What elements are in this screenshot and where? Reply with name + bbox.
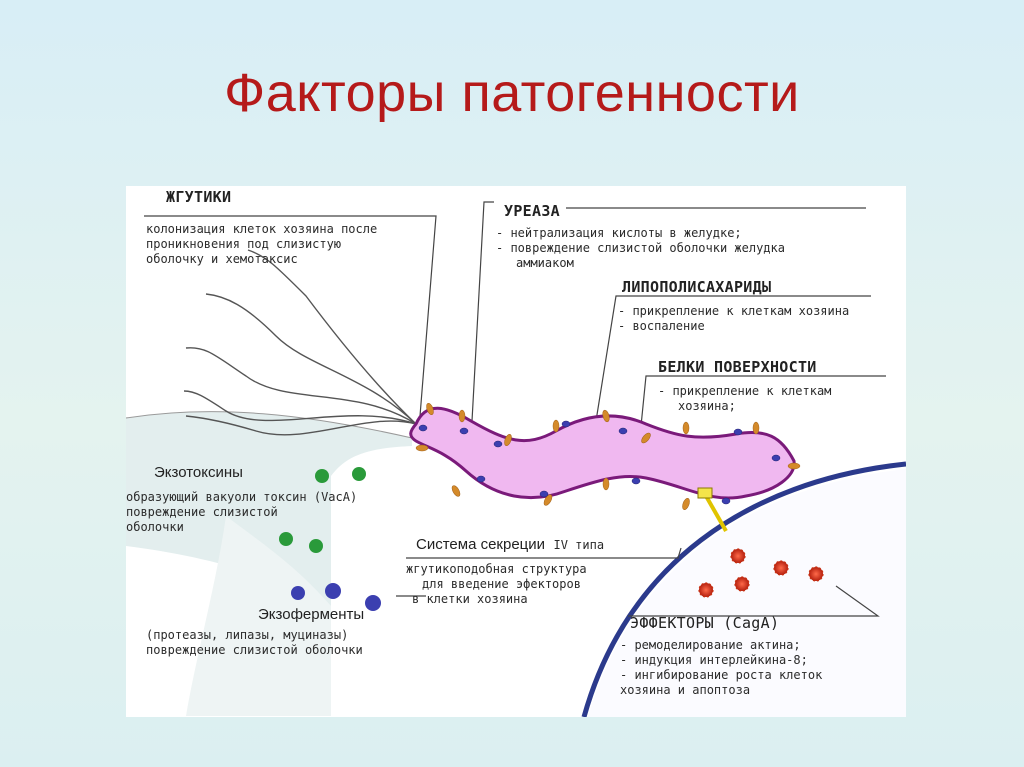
effectors-description: - ремоделирование актина; - индукция инт… — [620, 638, 823, 697]
host-cell-interior — [588, 469, 906, 717]
flagella-description: колонизация клеток хозяина после проникн… — [146, 222, 378, 266]
diagram-panel: ЖГУТИКИ колонизация клеток хозяина после… — [126, 186, 906, 717]
urease-description: - нейтрализация кислоты в желудке; - пов… — [496, 226, 785, 270]
flagella-heading: ЖГУТИКИ — [166, 188, 232, 206]
diagram-artwork — [126, 201, 906, 717]
secretion-needle — [697, 487, 728, 532]
urease-heading: УРЕАЗА — [504, 202, 560, 220]
flagella — [183, 249, 417, 436]
pointer-lines — [144, 201, 886, 617]
pili — [415, 403, 801, 510]
secretion-description: жгутикоподобная структура для введение э… — [406, 562, 587, 606]
exoenzymes-heading: Экзоферменты — [258, 606, 365, 623]
exotoxins-description: образующий вакуоли токсин (VacA) поврежд… — [126, 490, 358, 534]
surface-proteins-heading: БЕЛКИ ПОВЕРХНОСТИ — [658, 358, 817, 376]
mucus-layer — [126, 411, 412, 606]
host-cell-membrane — [581, 461, 906, 717]
bacterium-body — [409, 406, 796, 500]
lps-description: - прикрепление к клеткам хозяина - воспа… — [618, 304, 850, 333]
mucus-layer-light — [186, 516, 331, 716]
slide-title: Факторы патогенности — [224, 63, 800, 123]
effectors-heading: ЭФФЕКТОРЫ (CagA) — [630, 614, 780, 632]
exoenzymes-description: (протеазы, липазы, муциназы) повреждение… — [146, 628, 363, 657]
secretion-heading: Система секреции IV типа — [416, 536, 605, 553]
exotoxins-heading: Экзотоксины — [154, 464, 243, 481]
effector-particles — [698, 548, 824, 598]
lps-heading: ЛИПОПОЛИСАХАРИДЫ — [622, 278, 772, 296]
exotoxin-particles — [279, 467, 366, 553]
surface-proteins — [418, 420, 781, 505]
exoenzyme-particles — [291, 583, 381, 611]
surface-proteins-description: - прикрепление к клеткам хозяина; — [658, 384, 832, 413]
tissue-boundary-line — [126, 411, 413, 439]
